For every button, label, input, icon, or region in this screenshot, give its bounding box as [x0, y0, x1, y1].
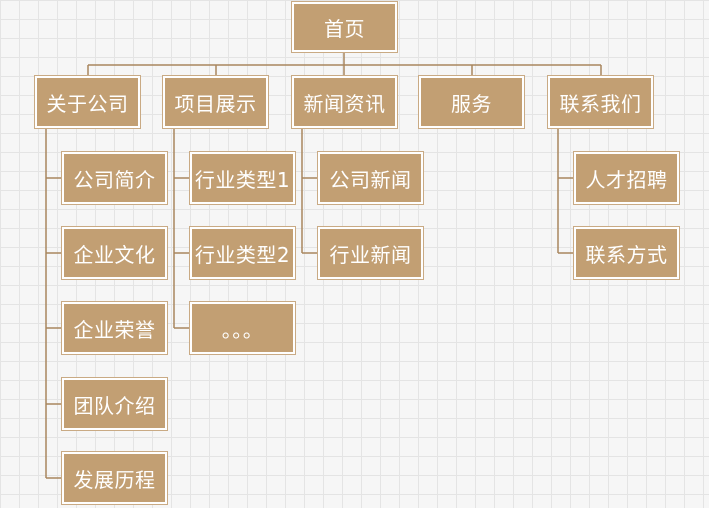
section-node-contact: 联系我们 [548, 76, 653, 128]
child-node-team-intro: 团队介绍 [62, 378, 167, 430]
child-node-corporate-culture: 企业文化 [62, 227, 167, 279]
child-node-ellipsis: 。。。 [190, 302, 295, 354]
section-node-services: 服务 [419, 76, 524, 128]
child-node-corporate-honors: 企业荣誉 [62, 302, 167, 354]
root-node-home: 首页 [292, 2, 397, 52]
child-node-company-news: 公司新闻 [318, 152, 423, 204]
child-node-industry-type-2: 行业类型2 [190, 227, 295, 279]
child-node-company-profile: 公司简介 [62, 152, 167, 204]
child-node-industry-news: 行业新闻 [318, 227, 423, 279]
child-node-history: 发展历程 [62, 452, 167, 504]
child-node-recruitment: 人才招聘 [574, 152, 679, 204]
section-node-news: 新闻资讯 [292, 76, 397, 128]
section-node-about: 关于公司 [35, 76, 140, 128]
child-node-industry-type-1: 行业类型1 [190, 152, 295, 204]
section-node-projects: 项目展示 [163, 76, 268, 128]
child-node-contact-info: 联系方式 [574, 227, 679, 279]
